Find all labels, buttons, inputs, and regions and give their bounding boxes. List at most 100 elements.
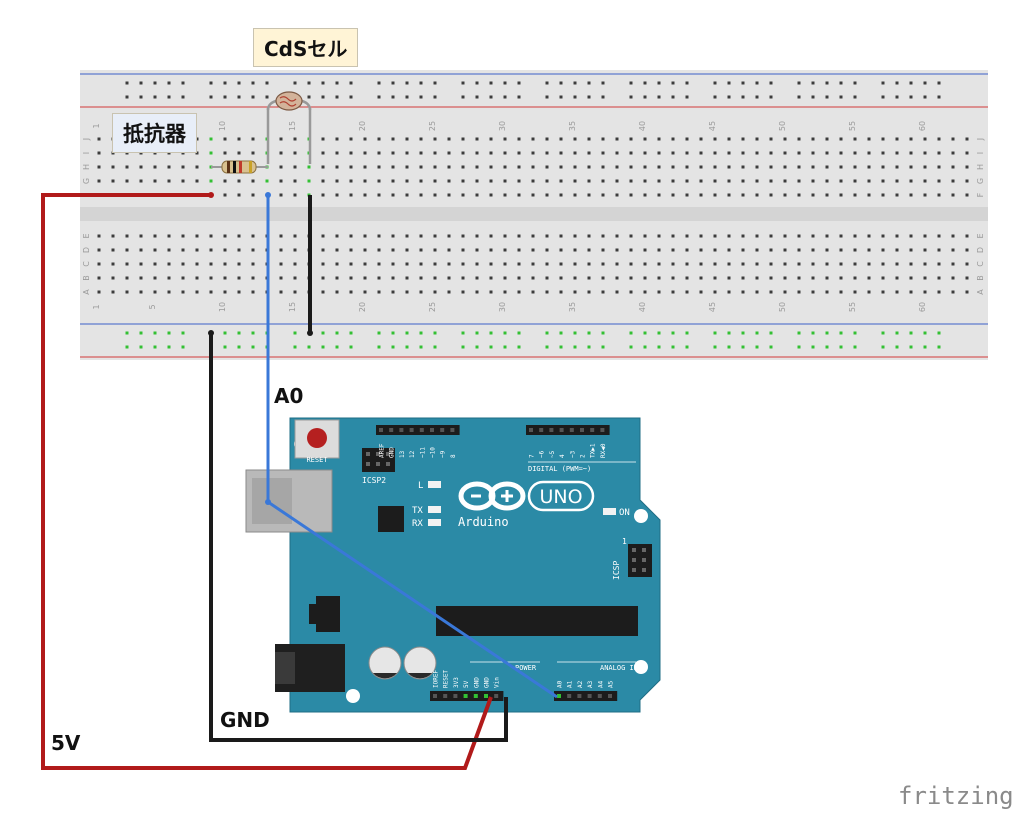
rail-hole bbox=[769, 345, 773, 349]
rail-hole bbox=[797, 95, 801, 99]
breadboard-hole bbox=[97, 179, 101, 183]
breadboard-holes bbox=[97, 81, 969, 349]
breadboard-hole bbox=[195, 290, 199, 294]
capacitor bbox=[403, 646, 437, 680]
breadboard-hole bbox=[335, 137, 339, 141]
breadboard-hole bbox=[503, 165, 507, 169]
breadboard-hole bbox=[335, 193, 339, 197]
breadboard-hole bbox=[867, 151, 871, 155]
mount-hole bbox=[634, 660, 648, 674]
arduino-logo-text: Arduino bbox=[458, 515, 509, 529]
reset-label: RESET bbox=[306, 456, 328, 464]
rail-hole bbox=[937, 345, 941, 349]
breadboard-hole bbox=[811, 137, 815, 141]
pin-label: TX▶1 bbox=[590, 443, 597, 458]
rail-hole bbox=[265, 95, 269, 99]
header-pin bbox=[484, 694, 488, 698]
breadboard-hole bbox=[699, 290, 703, 294]
breadboard-hole bbox=[321, 262, 325, 266]
breadboard-hole bbox=[223, 137, 227, 141]
rail-hole bbox=[349, 331, 353, 335]
breadboard-hole bbox=[699, 179, 703, 183]
breadboard-hole bbox=[153, 262, 157, 266]
rail-hole bbox=[685, 345, 689, 349]
rail-hole bbox=[475, 345, 479, 349]
rail-hole bbox=[797, 331, 801, 335]
breadboard-hole bbox=[97, 234, 101, 238]
breadboard-hole bbox=[517, 165, 521, 169]
breadboard-hole bbox=[797, 248, 801, 252]
breadboard-hole bbox=[909, 137, 913, 141]
breadboard-hole bbox=[405, 290, 409, 294]
breadboard-hole bbox=[447, 234, 451, 238]
breadboard-hole bbox=[181, 179, 185, 183]
breadboard-hole bbox=[727, 151, 731, 155]
breadboard-hole bbox=[545, 248, 549, 252]
arduino-logo-icon bbox=[458, 481, 526, 511]
breadboard-hole bbox=[251, 290, 255, 294]
breadboard-hole bbox=[419, 151, 423, 155]
breadboard-hole bbox=[755, 165, 759, 169]
breadboard-hole bbox=[419, 276, 423, 280]
header-pin bbox=[597, 694, 602, 698]
header-pin bbox=[600, 428, 605, 432]
column-number: 20 bbox=[358, 121, 367, 131]
breadboard-hole bbox=[895, 193, 899, 197]
breadboard-hole bbox=[629, 262, 633, 266]
led-on bbox=[603, 508, 616, 515]
rail-hole bbox=[573, 81, 577, 85]
rail-hole bbox=[643, 95, 647, 99]
breadboard-hole bbox=[811, 276, 815, 280]
breadboard-hole bbox=[867, 165, 871, 169]
rail-hole bbox=[825, 345, 829, 349]
breadboard-hole bbox=[769, 193, 773, 197]
breadboard-hole bbox=[615, 137, 619, 141]
rail-hole bbox=[139, 331, 143, 335]
rail-hole bbox=[251, 331, 255, 335]
rail-hole bbox=[517, 331, 521, 335]
breadboard-hole bbox=[657, 248, 661, 252]
breadboard-hole bbox=[629, 179, 633, 183]
rail-hole bbox=[937, 81, 941, 85]
breadboard-hole bbox=[727, 193, 731, 197]
gnd-label: GND bbox=[220, 708, 270, 732]
breadboard-hole bbox=[447, 193, 451, 197]
rail-hole bbox=[223, 345, 227, 349]
breadboard-hole bbox=[153, 276, 157, 280]
breadboard-hole bbox=[433, 262, 437, 266]
breadboard-hole bbox=[825, 165, 829, 169]
breadboard-hole bbox=[587, 179, 591, 183]
rail-hole bbox=[811, 95, 815, 99]
rail-hole bbox=[223, 331, 227, 335]
rail-hole bbox=[545, 95, 549, 99]
breadboard-hole bbox=[699, 276, 703, 280]
rail-hole bbox=[265, 81, 269, 85]
breadboard-hole bbox=[741, 262, 745, 266]
breadboard-hole bbox=[853, 276, 857, 280]
breadboard-hole bbox=[741, 137, 745, 141]
breadboard-hole bbox=[895, 234, 899, 238]
rail-hole bbox=[769, 331, 773, 335]
breadboard-hole bbox=[867, 137, 871, 141]
breadboard-hole bbox=[335, 262, 339, 266]
breadboard-hole bbox=[167, 165, 171, 169]
breadboard-hole bbox=[881, 290, 885, 294]
rail-hole bbox=[391, 95, 395, 99]
rail-hole bbox=[937, 331, 941, 335]
breadboard-hole bbox=[153, 151, 157, 155]
breadboard-hole bbox=[209, 137, 213, 141]
breadboard-hole bbox=[909, 276, 913, 280]
usb-port-inner bbox=[252, 478, 292, 524]
breadboard-hole bbox=[391, 290, 395, 294]
icsp-pin bbox=[642, 558, 646, 562]
breadboard-hole bbox=[685, 151, 689, 155]
breadboard-hole bbox=[769, 234, 773, 238]
rail-hole bbox=[321, 345, 325, 349]
breadboard-hole bbox=[783, 290, 787, 294]
breadboard-hole bbox=[237, 234, 241, 238]
breadboard-hole bbox=[363, 179, 367, 183]
row-letter: A bbox=[82, 289, 91, 295]
breadboard-hole bbox=[797, 179, 801, 183]
header-pin bbox=[580, 428, 584, 432]
breadboard-hole bbox=[671, 137, 675, 141]
